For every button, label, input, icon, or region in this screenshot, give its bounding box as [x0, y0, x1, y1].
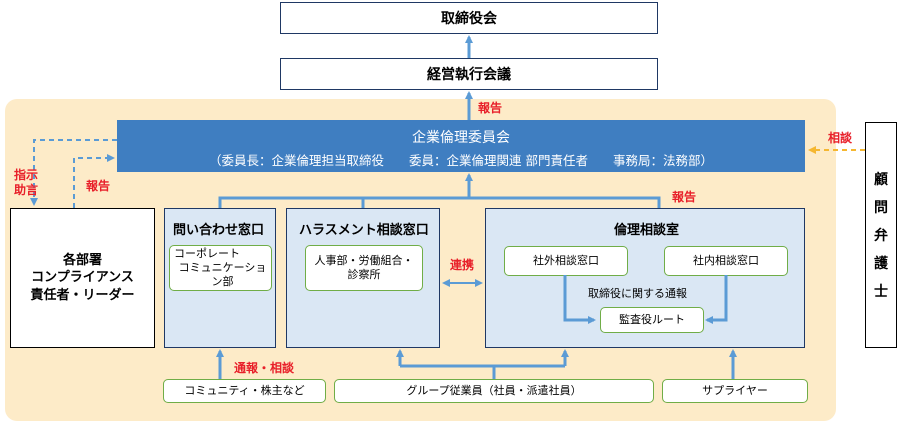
- ethics-consultation-room-box: 倫理相談室 社外相談窓口 社内相談窓口 取締役に関する通報 監査役ルート: [485, 208, 805, 348]
- community-shareholders-label: コミュニティ・株主など: [184, 384, 305, 398]
- executive-council-label: 経営執行会議: [427, 67, 511, 83]
- corporate-communication-line2: コミュニケーション部: [178, 261, 267, 288]
- harassment-window-box: ハラスメント相談窓口 人事部・労働組合・ 診察所: [286, 208, 440, 348]
- report-left-label: 報告: [86, 179, 111, 193]
- supplier-box: サプライヤー: [662, 379, 808, 403]
- arrow-instruction: [30, 139, 117, 206]
- inquiry-window-title: 問い合わせ窓口: [173, 223, 265, 238]
- legal-advisor-char: 問: [874, 200, 888, 216]
- group-employees-box: グループ従業員（社員・派遣社員）: [334, 379, 654, 403]
- inquiry-window-box: 問い合わせ窓口 コーポレート コミュニケーション部: [164, 208, 276, 348]
- community-shareholders-box: コミュニティ・株主など: [163, 379, 326, 403]
- consult-label: 相談: [828, 131, 853, 145]
- hr-union-box: 人事部・労働組合・ 診察所: [305, 245, 423, 291]
- legal-advisor-box: 顧 問 弁 護 士: [865, 122, 897, 348]
- ethics-committee-title: 企業倫理委員会: [412, 130, 510, 146]
- auditor-route-box: 監査役ルート: [600, 307, 704, 333]
- corporate-communication-box: コーポレート コミュニケーション部: [169, 245, 272, 291]
- supplier-label: サプライヤー: [702, 384, 768, 398]
- cooperation-label: 連携: [450, 258, 475, 272]
- departments-line2: コンプライアンス: [31, 270, 134, 286]
- hr-union-line1: 人事部・労働組合・: [314, 254, 414, 268]
- board-of-directors-label: 取締役会: [441, 11, 497, 27]
- instruction-advice-label: 指示 助言: [14, 168, 38, 198]
- ethics-committee-box: 企業倫理委員会 （委員長：企業倫理担当取締役 委員：企業倫理関連 部門責任者 事…: [117, 120, 805, 172]
- departments-line3: 責任者・リーダー: [30, 287, 135, 303]
- departments-box: 各部署 コンプライアンス 責任者・リーダー: [10, 208, 155, 348]
- external-consultation-label: 社外相談窓口: [533, 254, 599, 268]
- board-of-directors-box: 取締役会: [280, 2, 658, 34]
- notify-consult-label: 通報・相談: [234, 361, 295, 375]
- group-employees-label: グループ従業員（社員・派遣社員）: [406, 384, 582, 398]
- auditor-route-label: 監査役ルート: [619, 313, 685, 327]
- arrow-internal-to-audit: [705, 275, 728, 324]
- director-report-note: 取締役に関する通報: [588, 287, 687, 300]
- legal-advisor-char: 顧: [874, 172, 888, 188]
- external-consultation-box: 社外相談窓口: [504, 246, 628, 276]
- executive-council-box: 経営執行会議: [280, 58, 658, 90]
- instruction-line1: 指示: [14, 168, 39, 182]
- harassment-window-title: ハラスメント相談窓口: [299, 223, 429, 238]
- arrow-report-left: [73, 154, 115, 208]
- line-windows-to-committee: [218, 196, 661, 208]
- legal-advisor-char: 護: [874, 256, 888, 272]
- legal-advisor-char: 士: [874, 284, 888, 300]
- report-top-label: 報告: [478, 101, 503, 115]
- hr-union-line2: 診察所: [347, 268, 381, 281]
- instruction-line2: 助言: [14, 183, 39, 197]
- ethics-consultation-room-title: 倫理相談室: [614, 223, 680, 238]
- arrow-external-to-audit: [563, 275, 596, 324]
- ethics-committee-subtitle: （委員長：企業倫理担当取締役 委員：企業倫理関連 部門責任者 事務局：法務部）: [209, 153, 713, 168]
- corporate-communication-line1: コーポレート: [174, 247, 240, 261]
- legal-advisor-char: 弁: [874, 228, 888, 244]
- report-right-label: 報告: [672, 190, 697, 204]
- internal-consultation-label: 社内相談窓口: [693, 254, 759, 268]
- departments-line1: 各部署: [62, 252, 102, 268]
